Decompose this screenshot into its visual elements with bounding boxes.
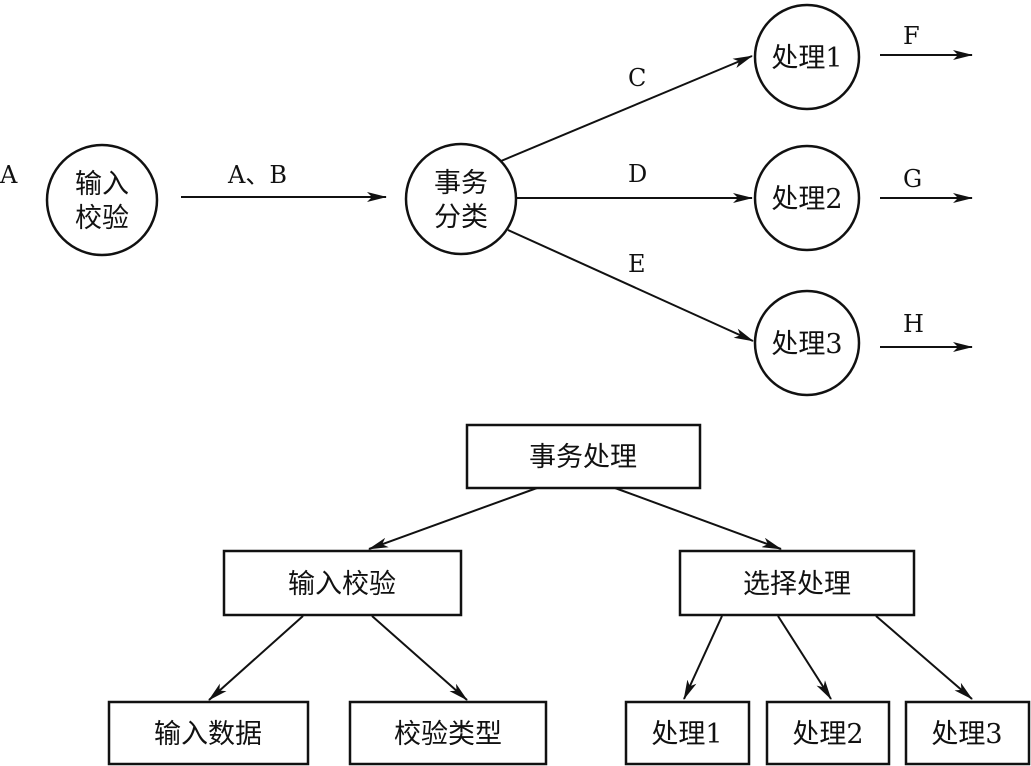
node-process2: 处理2 (753, 144, 861, 252)
box-input-data-rect (107, 700, 310, 766)
edge-e-arrow (507, 229, 754, 342)
input-label-a: A (0, 161, 18, 189)
node-process1: 处理1 (753, 3, 861, 111)
box-select-process-label: 选择处理 (743, 569, 851, 600)
node-process3: 处理3 (753, 289, 861, 397)
box-process2-rect (765, 700, 891, 766)
edge-g-label: G (903, 165, 922, 193)
edge-e-label: E (628, 250, 646, 278)
box-root: 事务处理 (465, 423, 702, 490)
box-process3: 处理3 (904, 700, 1031, 766)
link-select-to-process1 (683, 615, 723, 700)
node-process3-circle (753, 289, 861, 397)
edge-d-label: D (628, 160, 647, 188)
box-process1: 处理1 (624, 700, 751, 766)
edge-h-label: H (903, 310, 924, 338)
box-check-type-label: 校验类型 (394, 719, 502, 750)
node-process1-circle (753, 3, 861, 111)
node-process1-label: 处理1 (771, 43, 842, 74)
box-check-type-rect (348, 700, 548, 766)
box-input-data-label: 输入数据 (154, 719, 262, 750)
node-classify-circle (404, 142, 518, 256)
node-process2-circle (753, 144, 861, 252)
box-check-type: 校验类型 (348, 700, 548, 766)
box-input-check: 输入校验 (222, 549, 463, 617)
box-process3-rect (904, 700, 1031, 766)
box-input-check-rect (222, 549, 463, 617)
edge-ab-label: A、B (227, 161, 287, 189)
box-input-check-label: 输入校验 (288, 569, 396, 600)
box-select-process-rect (678, 549, 916, 617)
link-root-to-input-check (368, 487, 538, 550)
link-select-to-process2 (777, 615, 832, 700)
node-input-check-line2: 校验 (75, 203, 129, 234)
edge-c-label: C (628, 64, 646, 92)
box-process1-rect (624, 700, 751, 766)
box-root-label: 事务处理 (529, 442, 637, 473)
box-root-rect (465, 423, 702, 490)
node-classify-line1: 事务 (434, 168, 488, 199)
node-process2-label: 处理2 (771, 184, 842, 215)
edge-c-arrow (500, 55, 753, 162)
node-classify-line2: 分类 (434, 202, 488, 233)
box-process3-label: 处理3 (931, 719, 1002, 750)
link-input-check-to-check-type (371, 615, 468, 701)
box-input-data: 输入数据 (107, 700, 310, 766)
link-root-to-select-process (614, 487, 782, 550)
node-input-check-circle (45, 143, 159, 257)
box-process2: 处理2 (765, 700, 891, 766)
node-input-check: 输入 校验 (45, 143, 159, 257)
box-process2-label: 处理2 (792, 719, 863, 750)
edge-f-label: F (903, 22, 920, 50)
node-input-check-line1: 输入 (75, 169, 129, 200)
link-select-to-process3 (875, 615, 973, 700)
box-process1-label: 处理1 (651, 719, 722, 750)
link-input-check-to-input-data (208, 615, 304, 701)
node-classify: 事务 分类 (404, 142, 518, 256)
node-process3-label: 处理3 (771, 329, 842, 360)
box-select-process: 选择处理 (678, 549, 916, 617)
